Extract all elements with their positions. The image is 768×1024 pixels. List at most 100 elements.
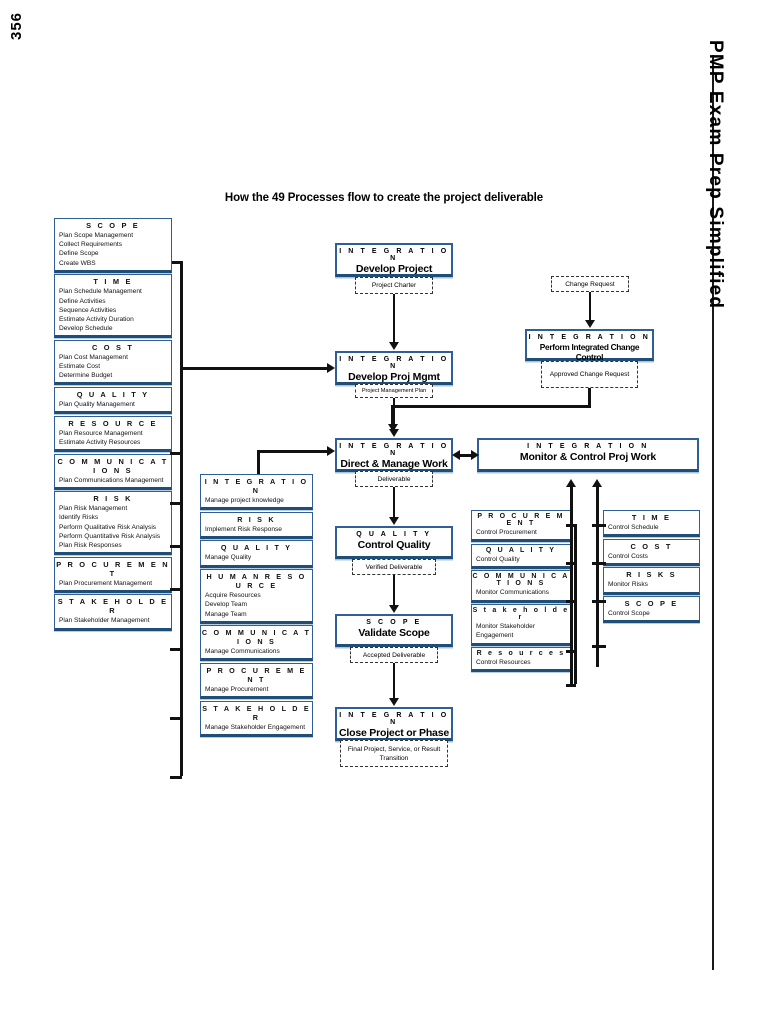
process-item: Define Activities xyxy=(59,297,106,305)
process-item: Implement Risk Response xyxy=(205,525,282,533)
monitor-bus-left xyxy=(570,487,573,687)
arrow-accepted-to-close xyxy=(389,698,399,706)
page-vertical-rule xyxy=(712,55,714,970)
knowledge-area-label: H U M A N R E S O U R C E xyxy=(206,572,307,591)
knowledge-area-label: S C O P E xyxy=(366,619,422,626)
knowledge-area-label: Q U A L I T Y xyxy=(356,531,432,538)
knowledge-area-label: I N T E G R A T I O N xyxy=(528,334,651,341)
knowledge-area-label: I N T E G R A T I O N xyxy=(339,712,449,726)
process-direct-and-manage-work[interactable]: I N T E G R A T I O N Direct & Manage Wo… xyxy=(335,438,453,472)
process-develop-proj-mgmt-plan[interactable]: I N T E G R A T I O N Develop Proj Mgmt … xyxy=(335,351,453,395)
stub-risks-monitor xyxy=(592,600,606,603)
stub-stakeholder-monitor xyxy=(566,650,576,653)
process-item: Manage Procurement xyxy=(205,685,269,693)
planning-bus-top-stub xyxy=(172,261,182,264)
knowledge-area-label: R I S K xyxy=(237,514,276,524)
process-item: Manage Stakeholder Engagement xyxy=(205,723,306,731)
knowledge-area-label: I N T E G R A T I O N xyxy=(339,356,449,370)
process-validate-scope[interactable]: S C O P E Validate Scope xyxy=(335,614,453,647)
process-item: Estimate Activity Resources xyxy=(59,438,141,446)
process-item: Create WBS xyxy=(59,259,96,267)
knowledge-area-label: I N T E G R A T I O N xyxy=(339,248,449,262)
knowledge-area-label: I N T E G R A T I O N xyxy=(527,443,649,450)
knowledge-area-label: T I M E xyxy=(93,277,133,287)
knowledge-area-label: S T A K E H O L D E R xyxy=(57,597,169,616)
diagram-title: How the 49 Processes flow to create the … xyxy=(224,192,544,204)
artifact-verified-deliverable: Verified Deliverable xyxy=(352,559,436,575)
process-item: Control Schedule xyxy=(608,524,659,531)
knowledge-area-label: C O S T xyxy=(91,342,135,352)
stub-cost-monitor xyxy=(592,562,606,565)
knowledge-area-label: I N T E G R A T I O N xyxy=(339,443,449,457)
process-perform-integrated-change-control[interactable]: I N T E G R A T I O N Perform Integrated… xyxy=(525,329,654,362)
arrow-verified-to-validate-scope xyxy=(389,605,399,613)
knowledge-area-label: S C O P E xyxy=(624,599,679,609)
book-title: PMP Exam Prep Simplified xyxy=(705,40,726,310)
knowledge-area-label: Q U A L I T Y xyxy=(485,546,557,554)
arrow-monitor-bus-left xyxy=(566,479,576,487)
process-item: Control Resources xyxy=(476,659,531,667)
arrow-monitor-bus-right xyxy=(592,479,602,487)
process-close-project-or-phase[interactable]: I N T E G R A T I O N Close Project or P… xyxy=(335,707,453,741)
process-item: Estimate Cost xyxy=(59,363,101,371)
connector-accepted-to-close xyxy=(393,663,395,701)
stub-communications-monitor xyxy=(566,600,576,603)
executing-bus-vertical xyxy=(257,450,260,470)
process-item: Acquire Resources xyxy=(205,592,261,600)
arrow-pmp-to-direct xyxy=(389,429,399,437)
stub-monitor-left-riser xyxy=(574,524,577,684)
connector-icc-left xyxy=(391,405,591,408)
knowledge-area-label: C O M M U N I C A T I O N S xyxy=(57,456,169,475)
planning-stub-resource xyxy=(170,545,182,548)
arrow-charter-to-pmp xyxy=(389,342,399,350)
connector-pmp-down xyxy=(393,398,395,432)
arrow-deliverable-to-control-quality xyxy=(389,517,399,525)
process-item: Plan Risk Responses xyxy=(59,542,122,550)
page-number: 356 xyxy=(8,11,25,40)
connector-charter-to-pmp xyxy=(393,294,395,344)
knowledge-area-label: Q U A L I T Y xyxy=(76,389,150,399)
connector-verified-to-validate-scope xyxy=(393,575,395,608)
process-item: Manage Communications xyxy=(205,648,280,656)
artifact-deliverable: Deliverable xyxy=(355,471,433,487)
process-item: Control Scope xyxy=(608,610,650,618)
monitor-bus-right xyxy=(596,487,599,667)
connector-direct-monitor-bidirectional xyxy=(457,454,475,457)
process-item: Manage project knowledge xyxy=(205,497,284,504)
process-monitor-and-control-proj-work[interactable]: I N T E G R A T I O N Monitor & Control … xyxy=(477,438,699,472)
process-item: Identify Risks xyxy=(59,514,99,522)
process-item: Control Quality xyxy=(476,555,520,563)
process-develop-project-charter[interactable]: I N T E G R A T I O N Develop Project Ch… xyxy=(335,243,453,287)
process-control-quality[interactable]: Q U A L I T Y Control Quality xyxy=(335,526,453,559)
planning-stub-quality xyxy=(170,502,182,505)
knowledge-area-label: R I S K xyxy=(93,494,133,504)
process-item: Plan Quality Management xyxy=(59,400,135,408)
knowledge-area-label: C O S T xyxy=(630,541,673,551)
